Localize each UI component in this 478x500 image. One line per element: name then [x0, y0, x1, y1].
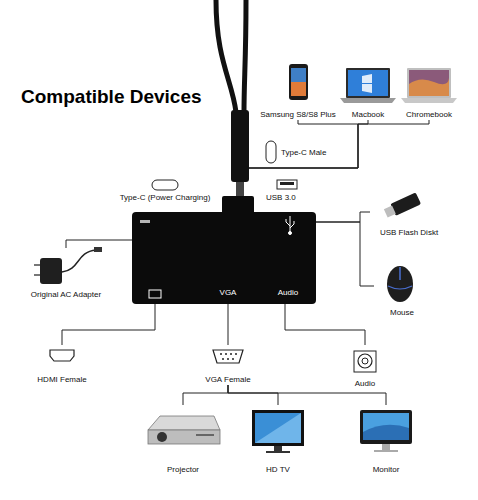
port-label: Type-C Male: [281, 148, 326, 158]
port-label: Type-C (Power Charging): [110, 193, 220, 203]
usb-port-icon: [280, 182, 294, 185]
phone-illustration: [289, 64, 308, 100]
connector-line: [240, 120, 429, 212]
device-label: Mouse: [374, 308, 430, 318]
connector-line: [240, 120, 368, 212]
port-label: USB 3.0: [266, 193, 296, 203]
device-node: Original AC Adapter: [18, 248, 114, 300]
hdmi-port-mark: [149, 290, 161, 298]
cable-strand: [216, 0, 236, 112]
device-label: Audio: [340, 379, 390, 389]
monitor-illustration: [360, 410, 412, 452]
port-node: VGA Female: [188, 345, 268, 385]
connector-line: [183, 385, 228, 405]
device-label: Samsung S8/S8 Plus: [258, 110, 338, 120]
cable-strand: [244, 0, 246, 112]
device-node: USB Flash Diskt: [370, 188, 448, 238]
device-label: Original AC Adapter: [18, 290, 114, 300]
port-mark: [140, 220, 150, 223]
hub-box: VGA Audio: [132, 212, 316, 304]
device-label: HDMI Female: [30, 375, 94, 385]
device-label: Chromebook: [398, 110, 460, 120]
hdmi-icon: [50, 350, 74, 361]
device-node: Samsung S8/S8 Plus: [258, 58, 338, 120]
plug-tip: [236, 182, 244, 196]
plug-body: [231, 110, 249, 182]
connector-line: [228, 385, 278, 405]
connector-line: [285, 304, 365, 345]
mouse-illustration: [387, 266, 413, 302]
connector-line: [316, 212, 370, 222]
adapter-illustration: [34, 247, 102, 284]
device-label: USB Flash Diskt: [370, 228, 448, 238]
tv-illustration: [252, 410, 304, 453]
device-label: Monitor: [348, 465, 424, 475]
cable-neck: [222, 196, 254, 214]
port-node: HDMI Female: [30, 345, 94, 385]
connector-line: [66, 240, 132, 248]
flash-drive-illustration: [383, 192, 421, 219]
display-node: Monitor: [348, 405, 424, 475]
connector-line: [62, 304, 155, 345]
display-node: Projector: [140, 405, 226, 475]
laptop-illustration: [340, 68, 396, 103]
display-node: HD TV: [240, 405, 316, 475]
diagram-title: Compatible Devices: [21, 86, 202, 108]
port-label: VGA: [212, 288, 244, 298]
connector-line: [316, 222, 374, 286]
audio-icon: [354, 351, 376, 372]
device-node: Mouse: [374, 260, 430, 318]
connector-line: [240, 120, 358, 212]
vga-icon: [213, 350, 243, 363]
device-node: Chromebook: [398, 58, 460, 120]
device-node: Macbook: [340, 58, 396, 120]
laptop-illustration: [401, 68, 457, 103]
port-node: Audio: [340, 345, 390, 389]
usb-port-icon: [277, 180, 297, 189]
port-label: Audio: [268, 288, 308, 298]
usb-symbol: [286, 216, 294, 235]
projector-illustration: [148, 416, 220, 444]
device-label: Macbook: [340, 110, 396, 120]
device-label: Projector: [140, 465, 226, 475]
connector-line: [228, 304, 229, 345]
type-c-icon: [152, 180, 178, 190]
device-label: HD TV: [240, 465, 316, 475]
type-c-icon: [266, 141, 276, 163]
device-label: VGA Female: [188, 375, 268, 385]
